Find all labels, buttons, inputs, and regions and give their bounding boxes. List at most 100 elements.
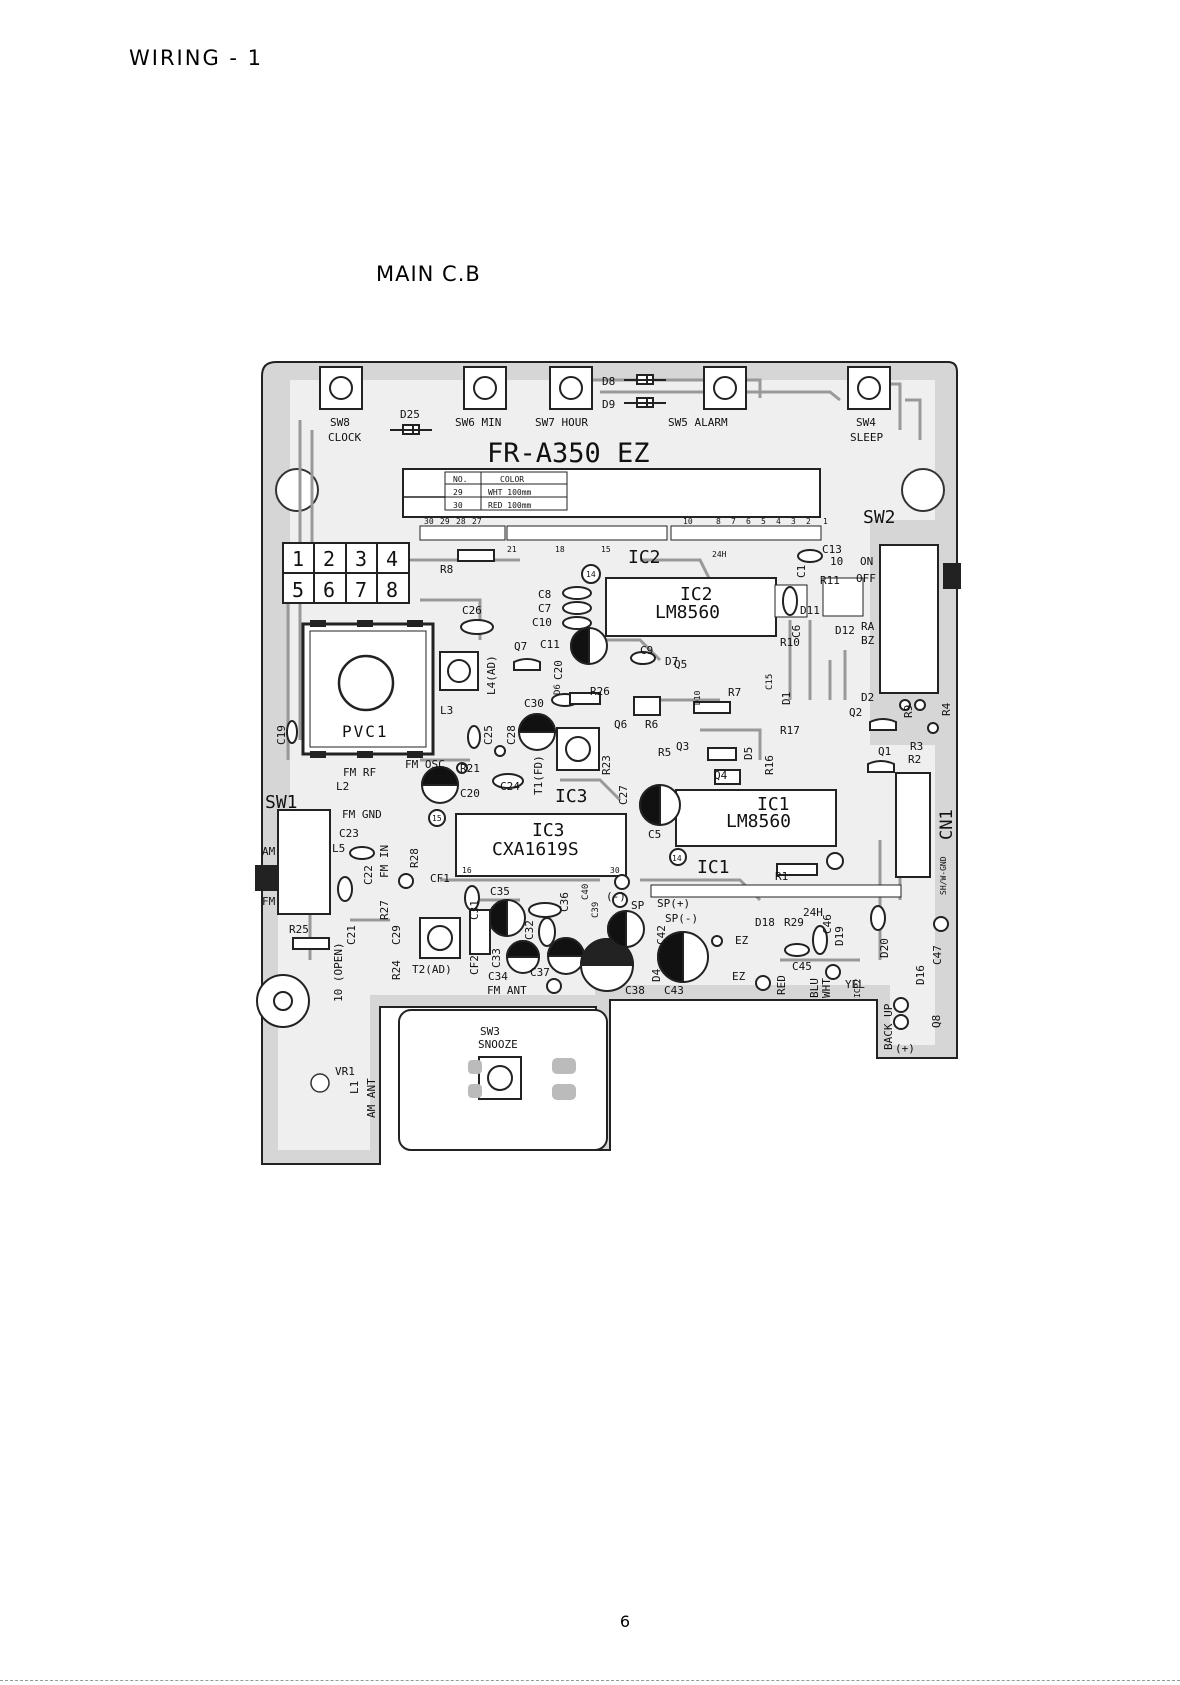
keypad-4: 4 [386,547,398,571]
label-c24: C24 [500,780,520,793]
label-c13: C13 [822,543,842,556]
label-d7: D7 [665,655,678,668]
label-c20: C20 [460,787,480,800]
label-q8: Q8 [930,1015,943,1028]
label-r9: R9 [902,705,915,718]
table-head-color: COLOR [500,475,524,484]
page-title: WIRING - 1 [129,46,264,70]
ic-packages [455,577,902,898]
label-c27: C27 [617,785,630,805]
pin-28: 28 [456,517,466,526]
label-c9: C9 [640,644,653,657]
keypad-7: 7 [355,578,367,602]
pin-5: 5 [761,517,766,526]
ic1-part: LM8560 [726,811,791,832]
label-l2: L2 [336,780,349,793]
label-r21: R21 [460,762,480,775]
label-d2: D2 [861,691,874,704]
label-r8: R8 [440,563,453,576]
label-q2: Q2 [849,706,862,719]
ic1-body-label: IC1 [757,794,790,815]
ic2-24h: 24H [712,550,727,559]
pin-4: 4 [776,517,781,526]
keypad-grid [282,542,410,604]
label-r6: R6 [645,718,658,731]
keypad-5: 5 [292,578,304,602]
sw2-off: OFF [856,572,876,585]
label-d1: D1 [780,692,793,705]
sw3-label: SW3 [480,1025,500,1038]
pin-6: 6 [746,517,751,526]
sw1-am: AM [262,845,276,858]
label-cf2: CF2 [468,955,481,975]
label-q6: Q6 [614,718,627,731]
snooze-label: SNOOZE [478,1038,518,1051]
label-c25: C25 [482,725,495,745]
pin-29: 29 [440,517,450,526]
label-l3: L3 [440,704,453,717]
label-fm-gnd: FM GND [342,808,382,821]
ic2-pin14: 14 [586,570,596,579]
label-r28: R28 [408,848,421,868]
label-c34: C34 [488,970,508,983]
label-cn1: CN1 [937,809,957,840]
board-title: MAIN C.B [376,262,481,286]
label-c37: C37 [530,966,550,979]
sw2-ra: RA [861,620,875,633]
label-cf1: CF1 [430,872,450,885]
ic1-label: IC1 [697,857,730,878]
label-d4: D4 [650,968,663,982]
pin-3: 3 [791,517,796,526]
label-d9: D9 [602,398,615,411]
cn1-connector [895,772,931,878]
label-ez-1: EZ [735,934,749,947]
label-r24: R24 [390,960,403,980]
label-q5: Q5 [674,658,687,671]
ic3-label: IC3 [555,786,588,807]
sw2-10: 10 [830,555,843,568]
label-sp: SP [631,899,645,912]
keypad-3: 3 [355,547,367,571]
label-r16: R16 [763,755,776,775]
pin-8: 8 [716,517,721,526]
pin-7: 7 [731,517,736,526]
keypad-6: 6 [323,578,335,602]
label-d10: D10 [693,690,702,705]
label-c19: C19 [275,725,288,745]
ic2-part: LM8560 [655,602,720,623]
sw2-bz: BZ [861,634,875,647]
label-d20: D20 [878,938,891,958]
pin-21: 21 [507,545,517,554]
label-l4: L4(AD) [485,655,498,695]
label-c32: C32 [523,920,536,940]
label-r5: R5 [658,746,671,759]
label-c28: C28 [505,725,518,745]
label-c33: C33 [490,948,503,968]
label-minus: (-) [606,890,626,903]
label-c23: C23 [339,827,359,840]
label-r26: R26 [590,685,610,698]
label-c22: C22 [362,865,375,885]
table-row1-color: WHT 100mm [488,488,532,497]
label-c15: C15 [765,674,775,690]
label-sw5: SW5 ALARM [668,416,728,429]
label-c5: C5 [648,828,661,841]
transistors [513,658,897,785]
label-red: RED [775,975,788,995]
label-d5: D5 [742,747,755,760]
label-sw8: SW8 [330,416,350,429]
label-yel: YEL [845,978,865,991]
sw2-label: SW2 [863,507,896,528]
electrolytic-capacitors [420,626,709,992]
ic3-pin16: 16 [462,866,472,875]
label-d19: D19 [833,926,846,946]
label-blu: BLU [808,978,821,998]
label-c10: C10 [532,616,552,629]
pin-15: 15 [601,545,611,554]
ic2-label: IC2 [628,547,661,568]
label-c29: C29 [390,925,403,945]
label-d6: D6 [553,684,563,695]
label-c38: C38 [625,984,645,997]
